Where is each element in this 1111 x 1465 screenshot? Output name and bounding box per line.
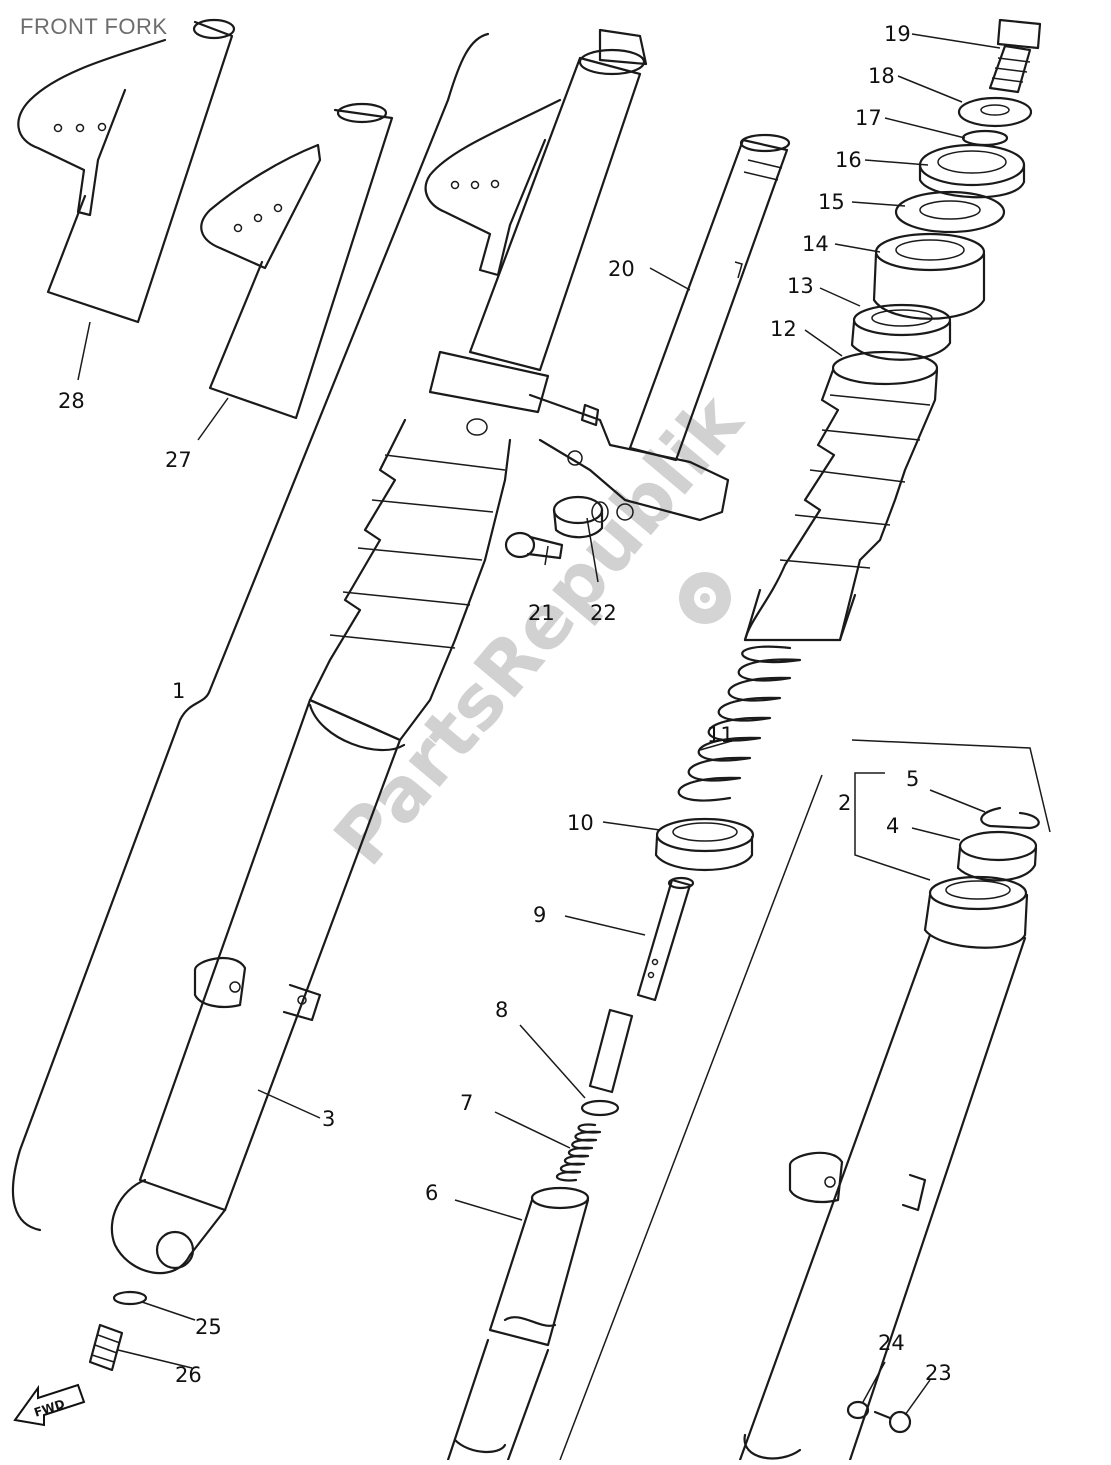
callout-4: 4 xyxy=(886,814,899,838)
diagram-title: FRONT FORK xyxy=(20,14,168,39)
callout-25: 25 xyxy=(195,1315,222,1339)
callout-6: 6 xyxy=(425,1181,438,1205)
callout-19: 19 xyxy=(884,22,911,46)
outer-tube-3 xyxy=(110,698,406,1275)
piston-ring-8 xyxy=(580,1008,634,1117)
callout-20: 20 xyxy=(608,257,635,281)
divider-line xyxy=(559,774,823,1461)
callout-27: 27 xyxy=(165,448,192,472)
cap-bolt-19 xyxy=(988,18,1042,94)
callout-8: 8 xyxy=(495,998,508,1022)
fork-tube-6 xyxy=(446,1186,590,1462)
callout-3: 3 xyxy=(322,1107,335,1131)
callout-22: 22 xyxy=(590,601,617,625)
oil-seal-16 xyxy=(918,143,1026,199)
steering-stem-20 xyxy=(628,133,791,462)
callout-24: 24 xyxy=(878,1331,905,1355)
callout-28: 28 xyxy=(58,389,85,413)
callout-23: 23 xyxy=(925,1361,952,1385)
callout-15: 15 xyxy=(818,190,845,214)
callout-26: 26 xyxy=(175,1363,202,1387)
spacer-13 xyxy=(850,303,952,361)
outer-tube-2 xyxy=(738,875,1029,1462)
clip-5 xyxy=(980,806,1040,830)
watermark-text: PartsRepublik xyxy=(318,378,760,882)
fwd-arrow-icon: FWD xyxy=(13,1383,86,1427)
callout-1: 1 xyxy=(172,679,185,703)
inner-tube-assembly xyxy=(424,28,730,522)
rebound-spring-7 xyxy=(555,1123,602,1182)
callout-9: 9 xyxy=(533,903,546,927)
callout-21: 21 xyxy=(528,601,555,625)
assembly-bracket-line xyxy=(11,32,490,1232)
callout-12: 12 xyxy=(770,317,797,341)
callout-2: 2 xyxy=(838,791,851,815)
callout-5: 5 xyxy=(906,767,919,791)
bracket-2 xyxy=(851,739,1051,881)
leader-lines xyxy=(77,33,1001,1416)
callout-17: 17 xyxy=(855,106,882,130)
callout-14: 14 xyxy=(802,232,829,256)
callout-16: 16 xyxy=(835,148,862,172)
washer-25 xyxy=(112,1290,148,1306)
fork-cover-27 xyxy=(200,102,394,420)
washer-24 xyxy=(846,1400,870,1420)
washer-18 xyxy=(957,96,1033,128)
rubber-boot-12 xyxy=(743,350,939,642)
bolt-21 xyxy=(504,531,564,560)
callout-labels: 19 18 17 16 15 14 13 12 20 21 22 1 11 10… xyxy=(58,22,952,1387)
fork-cover-28 xyxy=(17,18,236,324)
bolt-23 xyxy=(873,1410,912,1434)
callout-7: 7 xyxy=(460,1091,473,1115)
drain-bolt-26 xyxy=(88,1323,124,1372)
o-ring-17 xyxy=(961,129,1009,147)
callout-10: 10 xyxy=(567,811,594,835)
washer-15 xyxy=(894,190,1006,234)
callout-11: 11 xyxy=(707,723,734,747)
collar-22 xyxy=(552,495,609,539)
callout-13: 13 xyxy=(787,274,814,298)
washer-10 xyxy=(654,817,755,871)
watermark: PartsRepublik xyxy=(318,378,760,882)
callout-18: 18 xyxy=(868,64,895,88)
fork-spring-11 xyxy=(677,645,802,802)
damper-rod-9 xyxy=(636,876,695,1002)
oil-seal-4 xyxy=(956,830,1038,882)
